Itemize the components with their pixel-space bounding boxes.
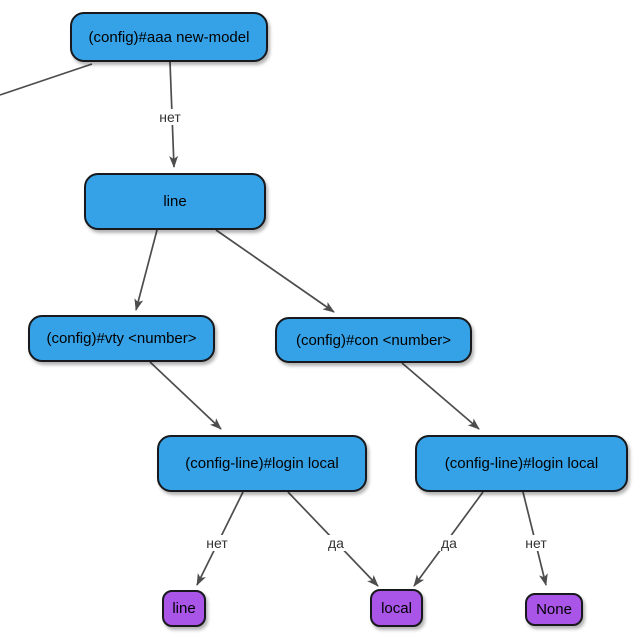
node-aaa-new-model: (config)#aaa new-model [70, 12, 268, 62]
edge-label-logincon-net: нет [523, 535, 549, 551]
node-vty-number: (config)#vty <number> [28, 315, 215, 362]
edge-label-logincon-da: да [439, 535, 459, 551]
node-line: line [84, 173, 266, 230]
terminal-node-line: line [162, 590, 206, 627]
edge-offscreen-left [0, 63, 93, 96]
edge-line-to-vty [134, 229, 158, 311]
terminal-node-none: None [525, 593, 583, 626]
terminal-node-local: local [370, 589, 423, 627]
edge-label-loginvty-net: нет [204, 535, 230, 551]
edge-vty-to-login [149, 361, 222, 430]
edge-con-to-login [401, 362, 480, 430]
edge-label-loginvty-da: да [326, 535, 346, 551]
node-login-local-con: (config-line)#login local [415, 435, 628, 492]
node-con-number: (config)#con <number> [275, 317, 472, 363]
node-login-local-vty: (config-line)#login local [157, 435, 367, 492]
edge-label-aaa-net: нет [157, 109, 183, 125]
edge-line-to-con [215, 229, 335, 313]
